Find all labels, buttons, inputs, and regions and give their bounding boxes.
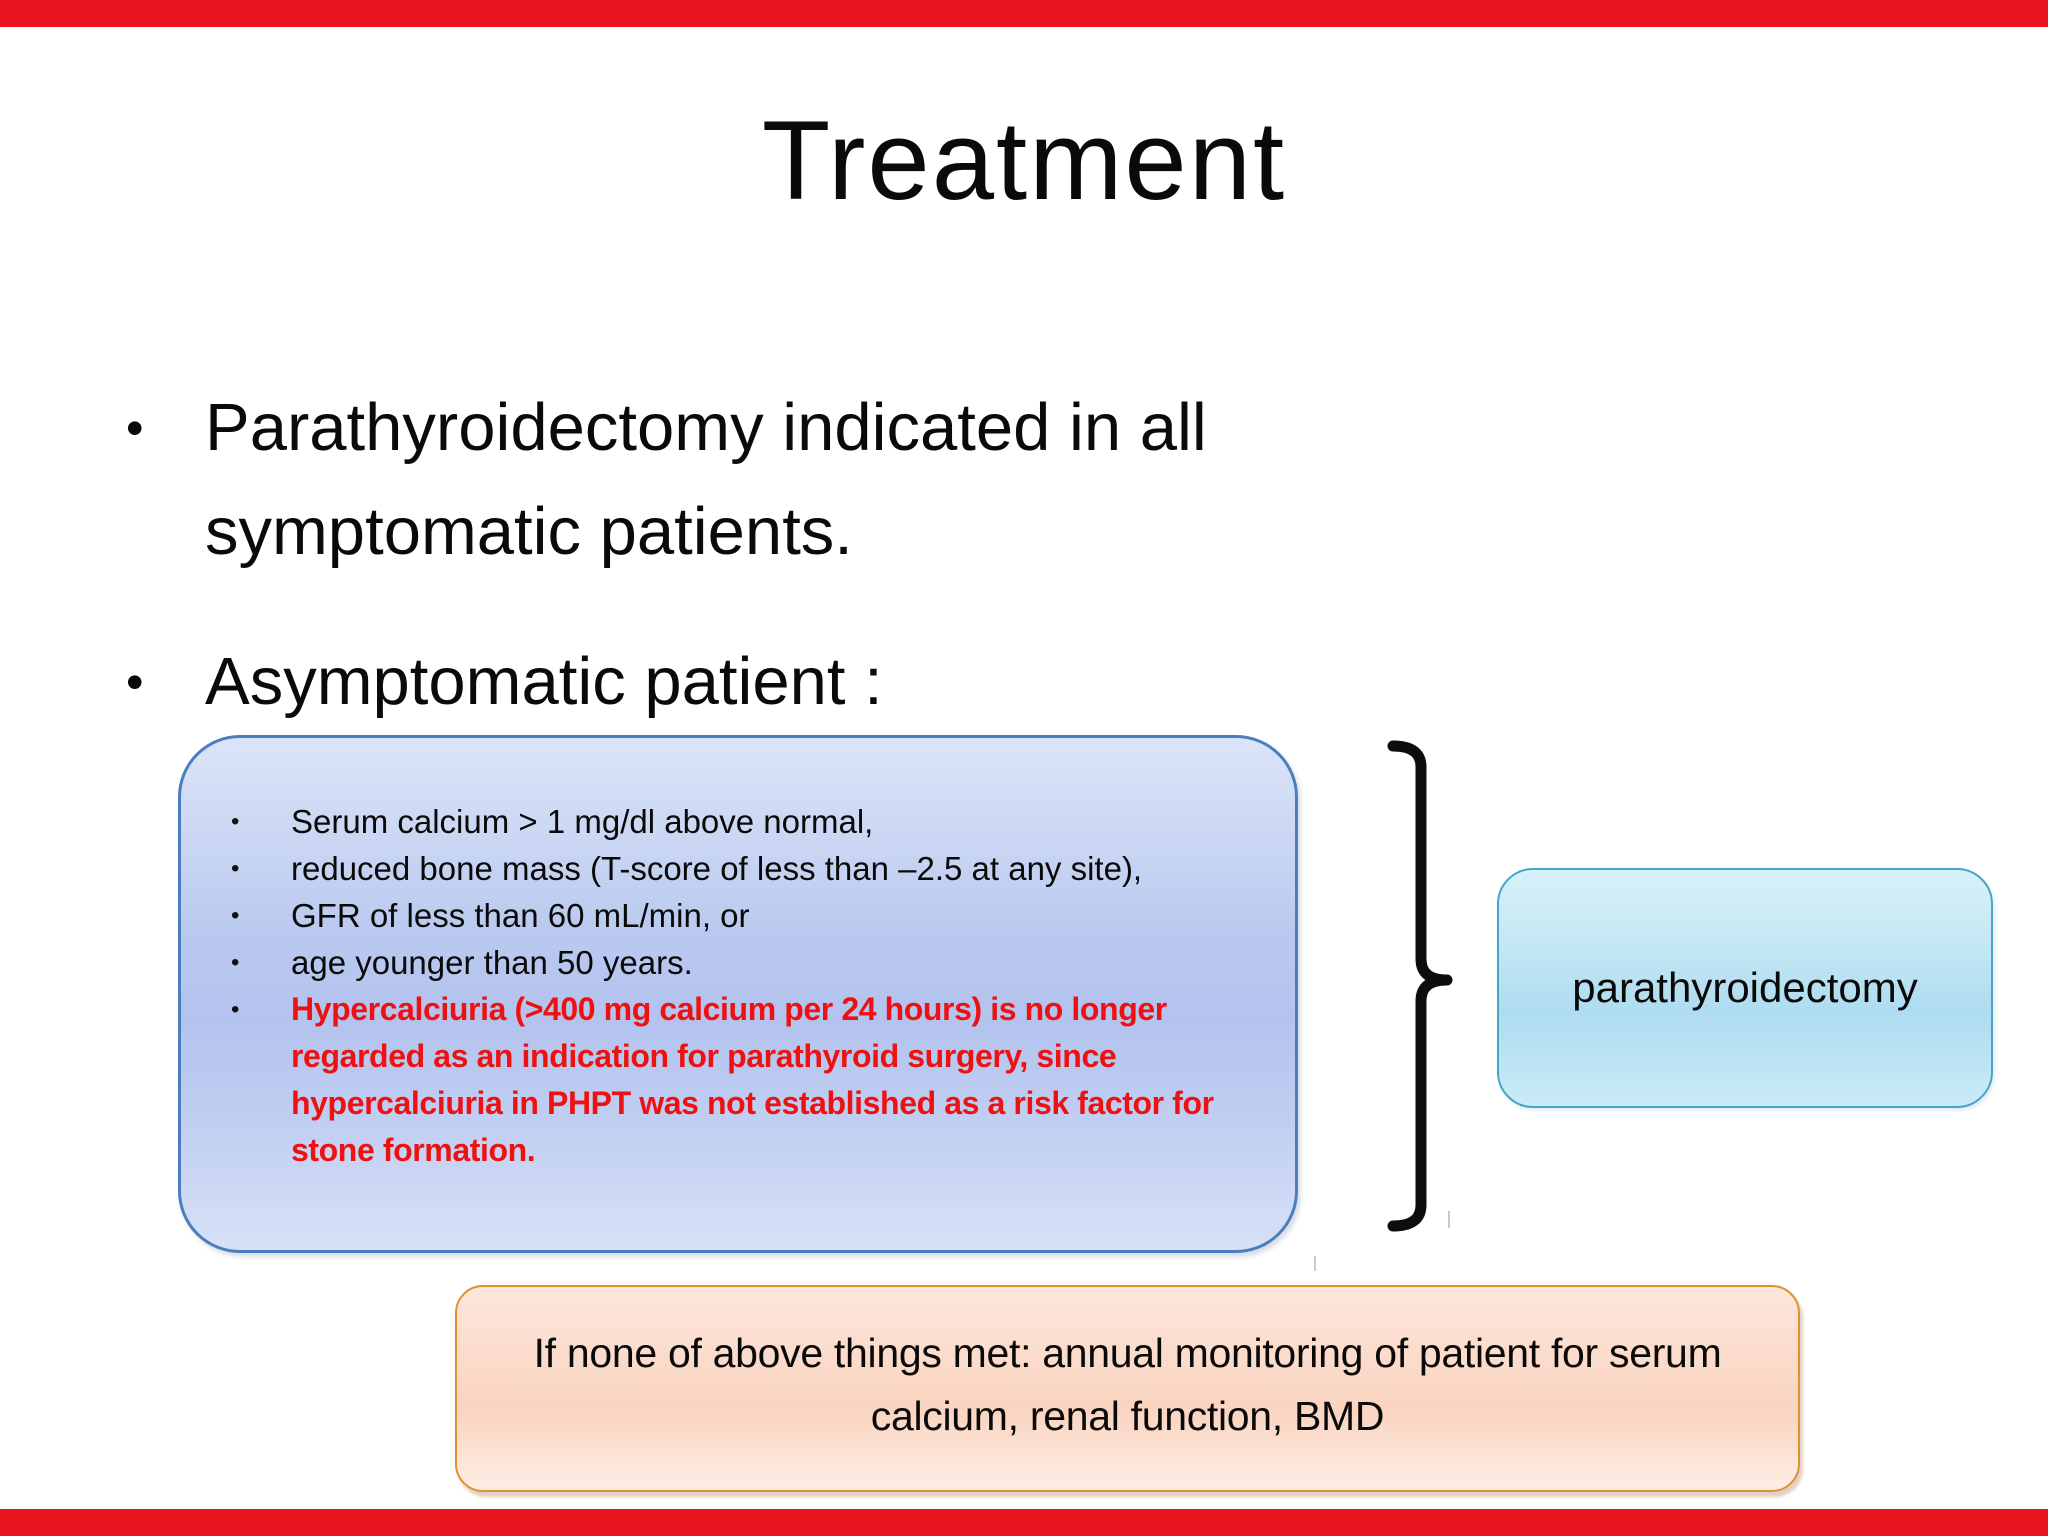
curly-brace-icon [1387,740,1453,1232]
bullet-icon: • [126,654,144,710]
criteria-text: Serum calcium > 1 mg/dl above normal, [291,803,874,840]
list-item: • Serum calcium > 1 mg/dl above normal, [231,798,1295,845]
criteria-text: GFR of less than 60 mL/min, or [291,897,750,934]
bullet-icon: • [231,949,240,976]
bullet-icon: • [231,808,240,835]
main-bullet-list: • Parathyroidectomy indicated in all sym… [126,376,1546,734]
bullet-icon: • [231,855,240,882]
criteria-text-red-emphasis: Hypercalciuria (>400 mg calcium per 24 h… [291,991,1214,1168]
criteria-list: • Serum calcium > 1 mg/dl above normal, … [181,738,1295,1174]
page-title: Treatment [761,98,1287,223]
criteria-text: age younger than 50 years. [291,944,693,981]
list-item: • Asymptomatic patient : [126,630,1546,734]
stray-mark [1448,1211,1450,1228]
parathyroidectomy-box: parathyroidectomy [1497,868,1993,1108]
list-item: • Hypercalciuria (>400 mg calcium per 24… [231,986,1295,1174]
monitoring-text: If none of above things met: annual moni… [533,1329,1722,1439]
list-item: • reduced bone mass (T-score of less tha… [231,845,1295,892]
list-item: • Parathyroidectomy indicated in all sym… [126,376,1546,584]
list-item: • age younger than 50 years. [231,939,1295,986]
criteria-text: reduced bone mass (T-score of less than … [291,850,1143,887]
bullet-icon: • [231,996,240,1023]
bullet-icon: • [126,400,144,456]
bullet-text: Asymptomatic patient : [205,644,883,719]
list-item: • GFR of less than 60 mL/min, or [231,892,1295,939]
criteria-box: • Serum calcium > 1 mg/dl above normal, … [178,735,1298,1253]
parathyroidectomy-label: parathyroidectomy [1572,964,1918,1011]
bottom-red-bar [0,1509,2048,1536]
bullet-text: Parathyroidectomy indicated in all sympt… [205,390,1207,569]
monitoring-box: If none of above things met: annual moni… [455,1285,1800,1492]
bullet-icon: • [231,902,240,929]
top-red-bar [0,0,2048,27]
stray-mark [1314,1256,1316,1271]
